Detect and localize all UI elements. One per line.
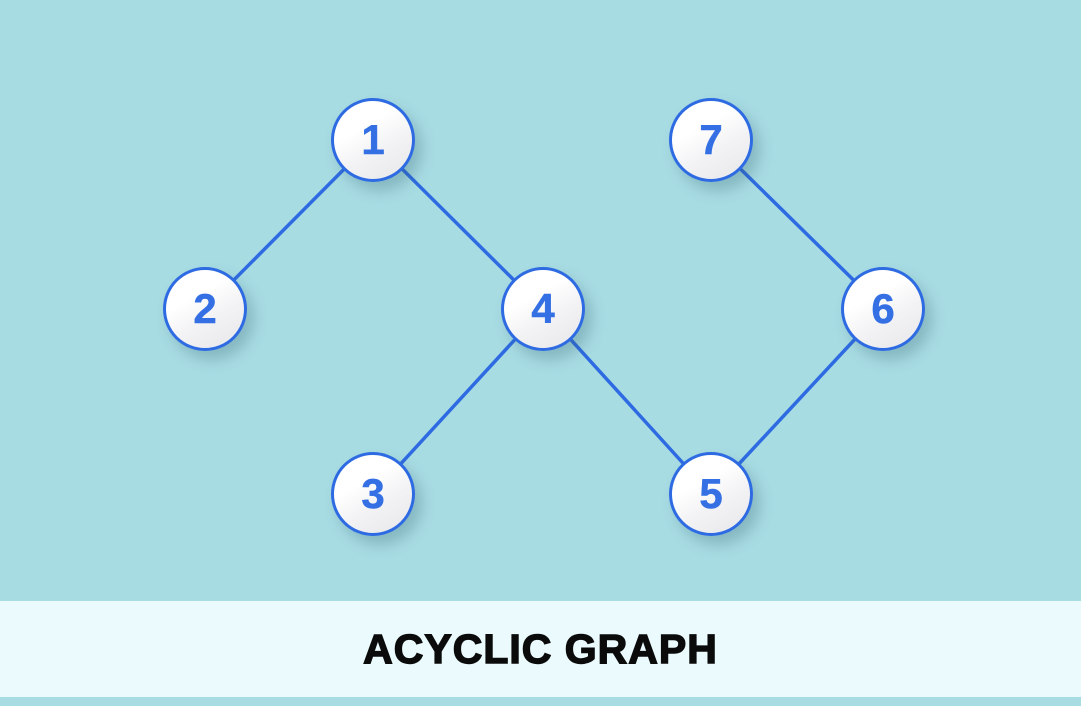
graph-node-7: 7: [669, 98, 753, 182]
graph-node-1: 1: [331, 98, 415, 182]
graph-node-4: 4: [501, 267, 585, 351]
graph-node-2: 2: [163, 267, 247, 351]
node-label: 6: [871, 285, 895, 332]
node-label: 3: [361, 470, 385, 517]
diagram-title: ACYCLIC GRAPH: [362, 625, 718, 672]
node-label: 7: [699, 116, 723, 163]
title-banner: ACYCLIC GRAPH: [0, 601, 1081, 697]
graph-node-6: 6: [841, 267, 925, 351]
node-label: 4: [531, 285, 555, 332]
node-label: 5: [699, 470, 723, 517]
graph-node-3: 3: [331, 452, 415, 536]
node-label: 2: [193, 285, 217, 332]
graph-node-5: 5: [669, 452, 753, 536]
node-label: 1: [361, 116, 385, 163]
